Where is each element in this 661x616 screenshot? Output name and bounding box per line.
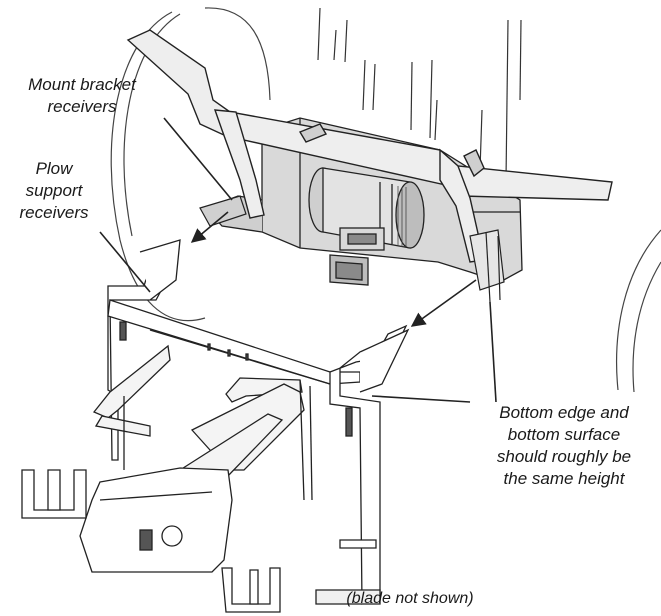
plow-frame-assembly	[21, 239, 410, 613]
mount-bracket-arrow-left	[190, 211, 229, 243]
plow-support-leader	[99, 231, 151, 293]
hitch-receiver	[329, 254, 369, 286]
pivot-spring	[139, 525, 183, 551]
blade-not-shown-note: (blade not shown)	[346, 590, 474, 607]
mount-bracket-arrow-right	[410, 279, 477, 327]
left-tire-outline	[110, 11, 206, 322]
left-tire-inner	[123, 13, 181, 237]
mount-bracket-receivers-label: Mount bracket receivers	[28, 75, 136, 116]
vehicle-mount-brackets	[199, 195, 505, 303]
pivot-plate	[79, 467, 233, 573]
right-tire-inner	[632, 261, 661, 393]
bottom-edge-height-label: Bottom edge and bottom surface should ro…	[496, 403, 632, 488]
tire-outlines	[110, 7, 661, 393]
plow-support-receivers-label: Plow support receivers	[19, 159, 89, 222]
mount-bracket-leader	[163, 117, 233, 201]
winch-drum-lines	[397, 186, 407, 247]
callout-leaders	[99, 117, 497, 403]
bottom-edge-leader-upper	[489, 301, 497, 403]
winch	[308, 167, 425, 251]
left-tire-arc	[204, 7, 271, 101]
frame-rails	[317, 7, 522, 181]
front-bumper-bar	[126, 29, 613, 263]
right-tire-outline	[616, 229, 661, 391]
bottom-edge-leader	[371, 395, 471, 403]
left-lift-arm	[92, 344, 171, 419]
